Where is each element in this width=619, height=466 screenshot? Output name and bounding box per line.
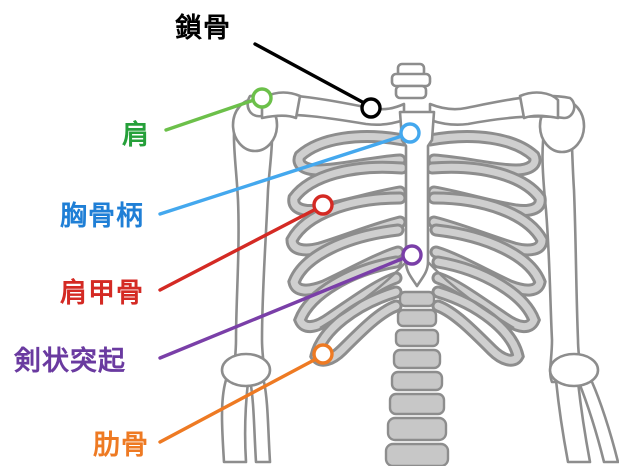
- scapula-marker: [314, 196, 332, 214]
- label-clavicle: 鎖骨: [175, 15, 231, 42]
- clavicle-marker: [362, 99, 380, 117]
- skeleton-illustration: [222, 64, 618, 466]
- xiphoid-marker: [403, 246, 421, 264]
- rib-marker: [314, 345, 332, 363]
- label-manubrium: 胸骨柄: [60, 203, 144, 230]
- label-scapula: 肩甲骨: [60, 280, 144, 307]
- manubrium-marker: [401, 124, 419, 142]
- shoulder-marker: [253, 89, 271, 107]
- label-xiphoid: 剣状突起: [14, 348, 126, 375]
- label-rib: 肋骨: [93, 432, 149, 459]
- label-shoulder: 肩: [122, 122, 150, 149]
